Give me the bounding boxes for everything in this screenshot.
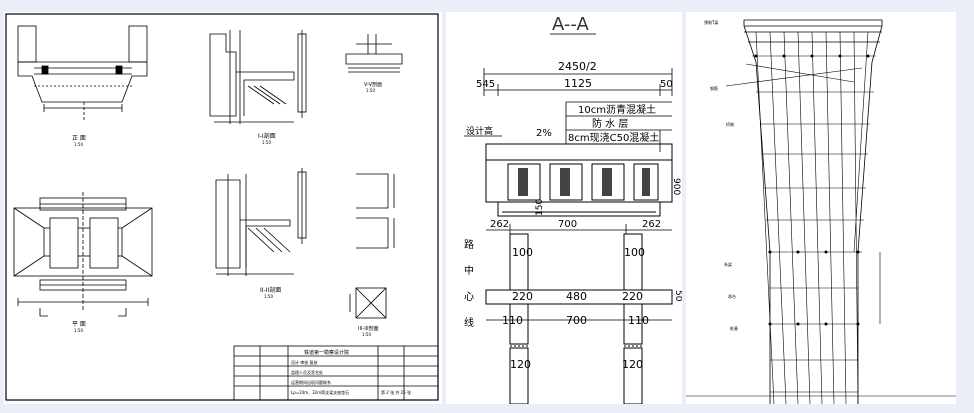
front-elevation-view	[17, 25, 148, 122]
layer-waterproof: 防 水 层	[592, 117, 628, 130]
centerline-char-3: 心	[464, 291, 474, 303]
dim-220-right: 220	[622, 290, 643, 303]
title-block-row-2: 监理人员及签名处	[291, 369, 323, 375]
dim-right-50: 50	[660, 79, 673, 90]
layer-asphalt: 10cm沥青混凝土	[578, 103, 656, 116]
dim-150: 150	[535, 199, 545, 216]
section-title: A--A	[552, 14, 590, 35]
title-block-sheet-number: 第 2 张 共 25 张	[381, 389, 411, 395]
dim-120-right: 120	[622, 358, 643, 371]
label-pier: 桥墩	[726, 121, 734, 127]
dim-side-900: 900	[671, 178, 681, 195]
pier-elevation-drawing: 预制T梁 钢筋 桥墩 系梁 承台 桩基	[686, 12, 956, 404]
title-block-row-3: 运营期间出现问题联系	[291, 379, 331, 385]
detail-views	[349, 173, 395, 319]
section-a-a-drawing: A--A 2450/2 545 1125 50 10cm沥青混凝土 防 水 层 …	[446, 12, 682, 404]
layer-label-boxes	[565, 101, 672, 152]
label-tie-beam: 系梁	[724, 261, 732, 267]
pier-rebar-lines	[686, 31, 956, 404]
pier-nodes	[754, 54, 870, 326]
scale-label-section-3: 1:50	[362, 332, 371, 337]
piers	[485, 233, 673, 404]
label-pile: 桩基	[730, 325, 738, 331]
pier-elevation-svg: 预制T梁 钢筋 桥墩 系梁 承台 桩基	[686, 19, 956, 404]
beam-hatching	[518, 168, 650, 196]
view-title-section-2: II-II剖面	[260, 286, 281, 294]
view-title-plan: 平 面	[72, 321, 86, 328]
dim-120-left: 120	[510, 358, 531, 371]
scale-label-section-1: 1:50	[262, 140, 271, 145]
section-a-a-svg: A--A 2450/2 545 1125 50 10cm沥青混凝土 防 水 层 …	[464, 14, 682, 404]
scale-label-section-5: 1:50	[366, 88, 375, 93]
left-drawing-sheet: 正 面 1:50 平 面 1:50	[4, 12, 442, 404]
section-2-view	[215, 168, 307, 276]
dim-480: 480	[566, 290, 587, 303]
label-precast-beam: 预制T梁	[704, 19, 718, 25]
centerline-char-2: 中	[464, 264, 474, 277]
design-height-label: 设计高	[466, 125, 493, 137]
section-5-view	[345, 34, 403, 73]
slope-label: 2%	[536, 128, 552, 139]
dim-50: 50	[673, 290, 682, 302]
dim-110-right: 110	[628, 314, 649, 327]
dim-row-1-lines	[486, 224, 672, 234]
dim-left-545: 545	[476, 79, 495, 90]
centerline-char-1: 路	[464, 238, 474, 251]
title-block-company: 铁道第一勘察设计院	[304, 349, 349, 356]
view-title-section-5: V-V剖面	[364, 81, 382, 88]
dim-220-left: 220	[512, 290, 533, 303]
dim-total-width: 2450/2	[558, 60, 597, 73]
centerline-char-4: 线	[464, 316, 474, 329]
dim-262-left: 262	[490, 219, 509, 230]
dim-100-right: 100	[624, 246, 645, 259]
dim-100-left: 100	[512, 246, 533, 259]
layer-concrete: 8cm现浇C50混凝土	[568, 131, 659, 144]
dim-700-top: 700	[558, 219, 577, 230]
title-block-row-1: 设计 审核 复核	[291, 359, 318, 365]
scale-label-plan: 1:50	[74, 328, 83, 333]
dim-mid-1125: 1125	[564, 77, 592, 90]
view-title-section-3: III-III剖面	[358, 325, 379, 332]
dim-700-bottom: 700	[566, 314, 587, 327]
title-block	[233, 345, 439, 401]
section-1-view	[209, 30, 307, 124]
view-title-front: 正 面	[72, 135, 86, 142]
title-block-row-4: Lp=24m、32m简支梁支座垫石	[291, 389, 349, 395]
scale-label-front: 1:50	[74, 142, 83, 147]
label-cap: 承台	[728, 293, 736, 299]
label-rebar: 钢筋	[710, 85, 718, 91]
view-title-section-1: I-I剖面	[258, 132, 276, 140]
plan-view	[13, 192, 153, 317]
pier-outline	[743, 19, 883, 404]
top-dimension-lines	[483, 68, 673, 96]
dim-110-left: 110	[502, 314, 523, 327]
dim-262-right: 262	[642, 219, 661, 230]
left-sheet-svg: 正 面 1:50 平 面 1:50	[5, 13, 439, 401]
scale-label-section-2: 1:50	[264, 294, 273, 299]
